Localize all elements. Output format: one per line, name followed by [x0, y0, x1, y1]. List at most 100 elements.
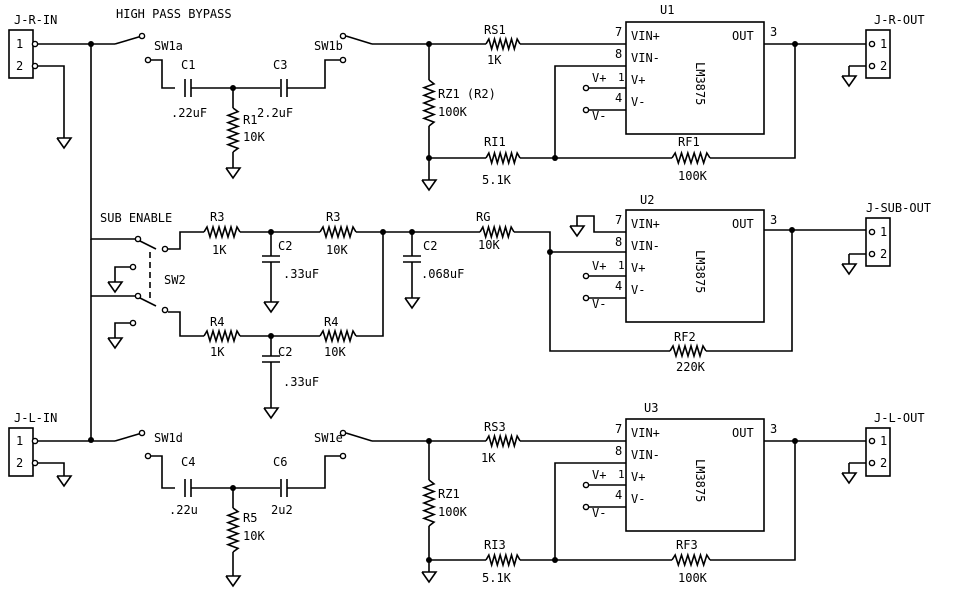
wire: [38, 462, 65, 476]
rs1-label: RS1: [484, 23, 506, 37]
wire: [287, 59, 340, 89]
switch-sw1d-blade: [114, 432, 143, 442]
switch-contact: [339, 32, 347, 40]
wire: [428, 526, 486, 561]
switch-contact: [868, 250, 876, 258]
switch-contact: [339, 429, 347, 437]
switch-contact: [339, 56, 347, 64]
rf2-label: RF2: [674, 330, 696, 344]
r5-value: 10K: [243, 529, 265, 543]
c2c-value: .33uF: [283, 375, 319, 389]
switch-sw1a-blade: [114, 35, 143, 45]
j-sub-out-label: J-SUB-OUT: [866, 201, 931, 215]
c2b-value: .068uF: [421, 267, 464, 281]
wire: [168, 311, 204, 337]
wire: [90, 44, 135, 240]
rf2-value: 220K: [676, 360, 706, 374]
resistor-rs3: [485, 433, 521, 449]
switch-contact: [582, 481, 590, 489]
ground-icon: [404, 297, 421, 310]
ic-u1-pin-3-label: 3: [770, 25, 777, 39]
switch-contact: [582, 503, 590, 511]
resistor-rf3: [671, 552, 711, 568]
ic-u1-v-minus-label: V-: [631, 95, 645, 109]
junction-dot: [268, 333, 274, 339]
sw1d-label: SW1d: [154, 431, 183, 445]
j-r-out-label: J-R-OUT: [874, 13, 925, 27]
jack-pin-2-label: 2: [880, 59, 887, 73]
jack-pin-1-label: 1: [16, 434, 23, 448]
wire: [710, 44, 796, 159]
junction-dot: [230, 85, 236, 91]
resistor-ri3: [485, 552, 521, 568]
switch-contact: [582, 84, 590, 92]
switch-contact: [161, 245, 169, 253]
j-r-in-label: J-R-IN: [14, 13, 57, 27]
ic-u2-pin-4-label: 4: [615, 279, 622, 293]
junction-dot: [789, 227, 795, 233]
ic-u3-vminus-supply-label: V-: [592, 506, 606, 520]
switch-contact: [129, 263, 137, 271]
ground-icon: [107, 281, 124, 294]
ri1-label: RI1: [484, 135, 506, 149]
resistor-rs1: [485, 36, 521, 52]
wire: [428, 126, 486, 159]
r4b-label: R4: [324, 315, 338, 329]
resistor-r4a: [203, 328, 241, 344]
c2b-label: C2: [423, 239, 437, 253]
ic-u3-vin-plus-label: VIN+: [631, 426, 660, 440]
ground-icon: [225, 575, 242, 588]
resistor-rz1-bottom: [421, 479, 437, 527]
switch-contact: [582, 294, 590, 302]
jack-pin-1-label: 1: [880, 225, 887, 239]
wire: [148, 455, 175, 489]
jack-pin-2-label: 2: [880, 456, 887, 470]
jack-pin-1-label: 1: [880, 434, 887, 448]
ic-u3-part-label: LM3875: [693, 459, 707, 502]
switch-contact: [868, 228, 876, 236]
ic-u2-vminus-supply-label: V-: [592, 297, 606, 311]
ic-u1-pin-4-label: 4: [615, 91, 622, 105]
ic-u2-pin-8-label: 8: [615, 235, 622, 249]
jack-j-r-out: [865, 29, 891, 79]
jack-j-sub-out: [865, 217, 891, 267]
junction-dot: [230, 485, 236, 491]
ground-icon: [263, 301, 280, 314]
jack-pin-1-label: 1: [880, 37, 887, 51]
switch-contact: [868, 459, 876, 467]
wire: [549, 252, 670, 352]
sub-enable-label: SUB ENABLE: [100, 211, 172, 225]
sw2-label: SW2: [164, 273, 186, 287]
junction-dot: [552, 557, 558, 563]
ic-u3-pin-4-label: 4: [615, 488, 622, 502]
resistor-r3a: [203, 224, 241, 240]
r1-label: R1: [243, 113, 257, 127]
resistor-r3b: [319, 224, 357, 240]
c1-label: C1: [181, 58, 195, 72]
switch-contact: [31, 40, 39, 48]
ground-icon: [263, 407, 280, 420]
high-pass-bypass-label: HIGH PASS BYPASS: [116, 7, 232, 21]
resistor-rf1: [671, 150, 711, 166]
ic-u3-pin-1-label: 1: [618, 468, 625, 481]
switch-contact: [138, 32, 146, 40]
rz1-bot-value: 100K: [438, 505, 468, 519]
wire: [148, 59, 175, 89]
c2a-value: .33uF: [283, 267, 319, 281]
junction-dot: [426, 557, 432, 563]
ic-u3-pin-7-label: 7: [615, 422, 622, 436]
jack-pin-1-label: 1: [16, 37, 23, 51]
resistor-rf2: [669, 343, 707, 359]
ic-u1-out-label: OUT: [732, 29, 754, 43]
rf3-label: RF3: [676, 538, 698, 552]
junction-dot: [552, 155, 558, 161]
rs1-value: 1K: [487, 53, 502, 67]
ic-u2-pin-3-label: 3: [770, 213, 777, 227]
sw1a-label: SW1a: [154, 39, 183, 53]
switch-contact: [161, 306, 169, 314]
r1-value: 10K: [243, 130, 265, 144]
jack-j-r-in: [8, 29, 34, 79]
rz1-bot-label: RZ1: [438, 487, 460, 501]
ground-icon: [841, 75, 858, 88]
